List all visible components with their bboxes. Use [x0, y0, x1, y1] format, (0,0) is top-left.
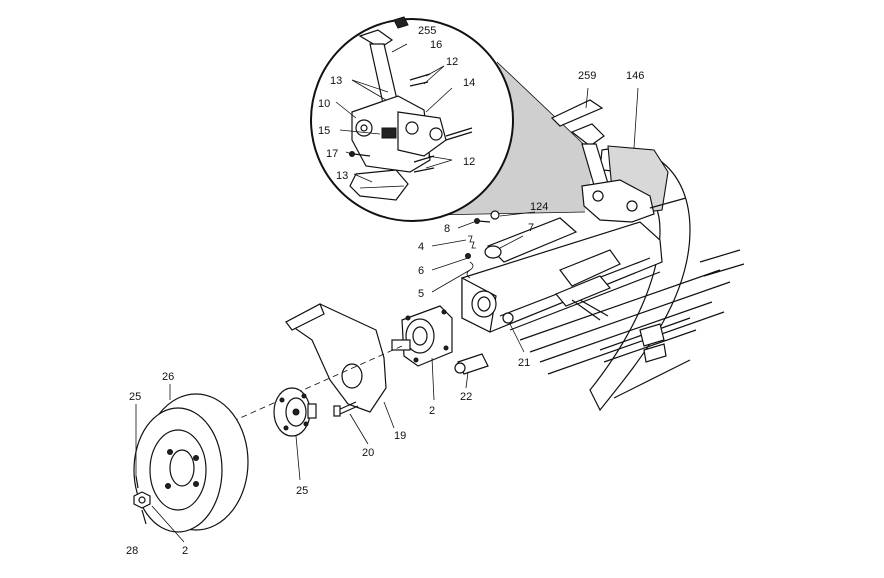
callout-25-hub: 25	[296, 485, 308, 497]
callout-28: 28	[126, 545, 138, 557]
small-hardware	[465, 210, 500, 279]
callout-146: 146	[626, 70, 644, 82]
callout-19: 19	[394, 430, 406, 442]
callout-14: 14	[463, 77, 475, 89]
callout-4: 4	[418, 241, 424, 253]
callout-16: 16	[430, 39, 442, 51]
callout-12-bottom: 12	[463, 156, 475, 168]
callout-6: 6	[418, 265, 424, 277]
decal-259	[550, 99, 604, 127]
callout-259: 259	[578, 70, 596, 82]
wheel-tire	[133, 393, 249, 533]
callout-15: 15	[318, 125, 330, 137]
callout-17: 17	[326, 148, 338, 160]
detail-leaders	[335, 43, 453, 183]
callout-124: 124	[530, 201, 548, 213]
callout-20: 20	[362, 447, 374, 459]
main-leaders	[135, 87, 639, 543]
callout-2-nut: 2	[182, 545, 188, 557]
zoom-cone-edge-top	[496, 61, 596, 156]
callout-26: 26	[162, 371, 174, 383]
mower-frame	[454, 123, 745, 412]
bolt-20	[333, 401, 359, 417]
callout-13-top: 13	[330, 75, 342, 87]
zoom-cone-edge-bottom	[431, 211, 586, 216]
shield-plate	[284, 303, 387, 413]
callout-22: 22	[460, 391, 472, 403]
callout-5: 5	[418, 288, 424, 300]
wheel-nut	[133, 475, 151, 525]
callout-8: 8	[444, 223, 450, 235]
callout-7: 7	[528, 222, 534, 234]
callout-12-top: 12	[446, 56, 458, 68]
detail-pedal-arm	[349, 16, 473, 201]
decal-icon	[393, 16, 409, 29]
spring-icon	[381, 127, 397, 139]
wheel-hub	[273, 387, 317, 437]
callout-2-motor: 2	[429, 405, 435, 417]
callout-255: 255	[418, 25, 436, 37]
callout-13-bottom: 13	[336, 170, 348, 182]
wheel-motor	[391, 305, 453, 367]
callout-25-left: 25	[129, 391, 141, 403]
callout-10: 10	[318, 98, 330, 110]
callout-21: 21	[518, 357, 530, 369]
